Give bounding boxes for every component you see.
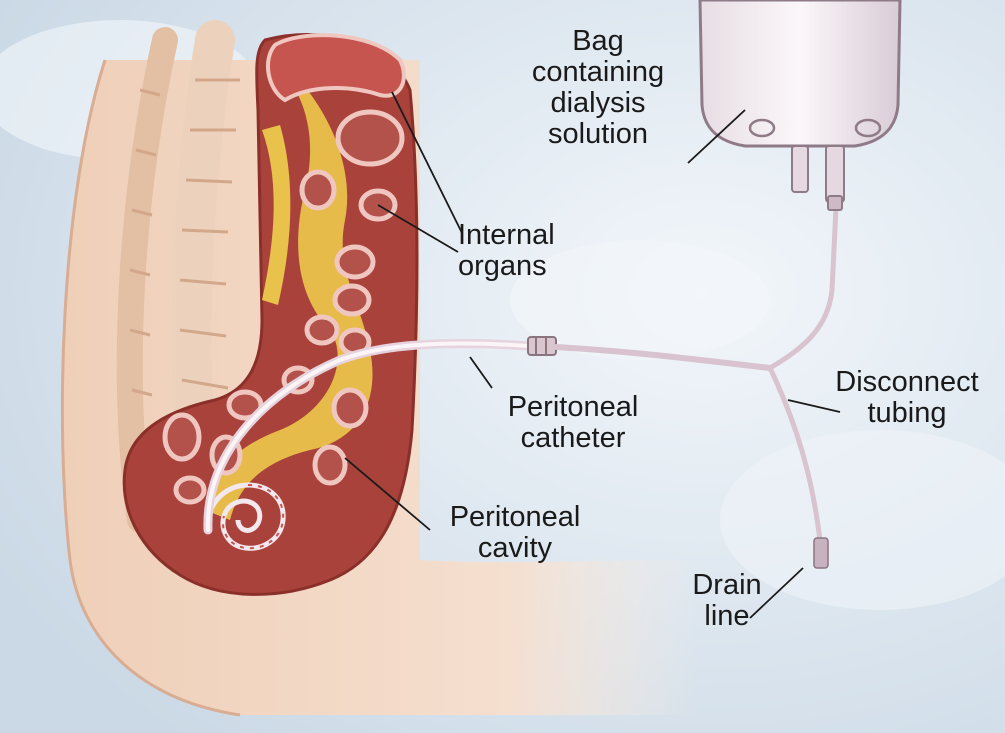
label-line: line: [672, 601, 782, 632]
label-line: solution: [512, 119, 684, 150]
label-line: Internal: [458, 220, 598, 251]
label-drain-line: Drain line: [672, 570, 782, 632]
label-line: organs: [458, 251, 598, 282]
label-disconnect-tubing: Disconnect tubing: [812, 367, 1002, 429]
label-peritoneal-catheter: Peritoneal catheter: [478, 392, 668, 454]
label-line: catheter: [478, 423, 668, 454]
label-line: Bag: [512, 26, 684, 57]
label-line: Drain: [672, 570, 782, 601]
label-peritoneal-cavity: Peritoneal cavity: [420, 502, 610, 564]
label-line: Disconnect: [812, 367, 1002, 398]
label-line: tubing: [812, 398, 1002, 429]
label-line: dialysis: [512, 88, 684, 119]
label-line: Peritoneal: [420, 502, 610, 533]
label-line: Peritoneal: [478, 392, 668, 423]
label-line: containing: [512, 57, 684, 88]
label-bag: Bag containing dialysis solution: [512, 26, 684, 150]
catheter-connector: [528, 337, 556, 355]
label-line: cavity: [420, 533, 610, 564]
drain-clamp: [814, 538, 828, 568]
label-internal-organs: Internal organs: [458, 220, 598, 282]
